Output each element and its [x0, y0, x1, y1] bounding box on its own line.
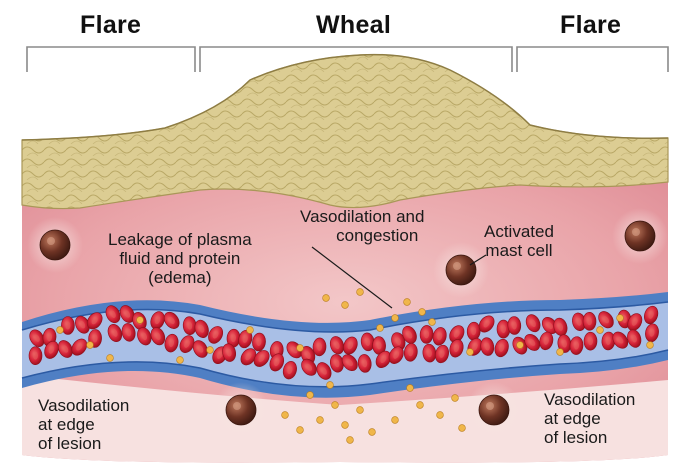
- plasma-droplet: [137, 317, 144, 324]
- plasma-droplet: [357, 289, 364, 296]
- plasma-droplet: [207, 347, 214, 354]
- plasma-droplet: [57, 327, 64, 334]
- plasma-droplet: [332, 402, 339, 409]
- header-flare-right: Flare: [560, 11, 621, 40]
- plasma-droplet: [407, 385, 414, 392]
- red-blood-cell: [61, 316, 74, 334]
- plasma-droplet: [392, 315, 399, 322]
- plasma-droplet: [617, 315, 624, 322]
- plasma-droplet: [467, 349, 474, 356]
- plasma-droplet: [517, 342, 524, 349]
- plasma-droplet: [392, 417, 399, 424]
- plasma-droplet: [647, 342, 654, 349]
- mast-cell: [27, 217, 83, 273]
- plasma-droplet: [342, 302, 349, 309]
- header-flare-left: Flare: [80, 11, 141, 40]
- plasma-droplet: [307, 392, 314, 399]
- plasma-droplet: [177, 357, 184, 364]
- plasma-droplet: [342, 422, 349, 429]
- plasma-droplet: [282, 412, 289, 419]
- plasma-droplet: [452, 395, 459, 402]
- label-leakage: Leakage of plasma fluid and protein (ede…: [108, 230, 252, 287]
- plasma-droplet: [347, 437, 354, 444]
- plasma-droplet: [107, 355, 114, 362]
- plasma-droplet: [417, 402, 424, 409]
- plasma-droplet: [419, 309, 426, 316]
- mast-cell: [433, 242, 489, 298]
- plasma-droplet: [377, 325, 384, 332]
- label-mast-cell: Activated mast cell: [484, 222, 554, 260]
- label-vasodilation-congestion: Vasodilation and congestion: [300, 207, 424, 245]
- plasma-droplet: [429, 319, 436, 326]
- plasma-droplet: [297, 427, 304, 434]
- plasma-droplet: [597, 327, 604, 334]
- plasma-droplet: [459, 425, 466, 432]
- mast-cell: [213, 382, 269, 438]
- mast-cell: [466, 382, 522, 438]
- plasma-droplet: [297, 345, 304, 352]
- red-blood-cell: [584, 332, 597, 350]
- plasma-droplet: [247, 327, 254, 334]
- plasma-droplet: [557, 349, 564, 356]
- red-blood-cell: [583, 312, 596, 330]
- label-edge-right: Vasodilation at edge of lesion: [544, 390, 635, 447]
- mast-cell: [612, 208, 668, 264]
- red-blood-cell: [29, 347, 42, 365]
- label-edge-left: Vasodilation at edge of lesion: [38, 396, 129, 453]
- plasma-droplet: [357, 407, 364, 414]
- header-wheal: Wheal: [316, 11, 391, 40]
- plasma-droplet: [323, 295, 330, 302]
- plasma-droplet: [317, 417, 324, 424]
- plasma-droplet: [404, 299, 411, 306]
- plasma-droplet: [369, 429, 376, 436]
- plasma-droplet: [87, 342, 94, 349]
- plasma-droplet: [327, 382, 334, 389]
- plasma-droplet: [437, 412, 444, 419]
